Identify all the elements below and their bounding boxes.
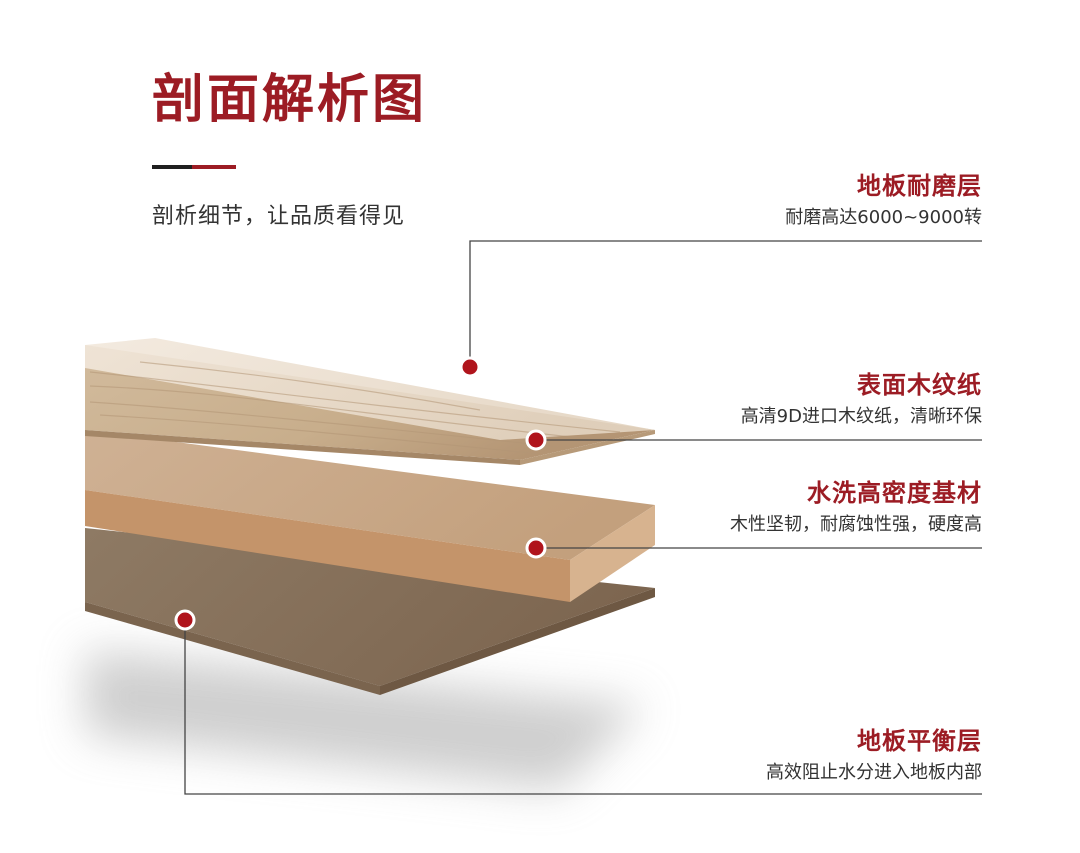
layer-name: 表面木纹纸 xyxy=(857,371,982,399)
leader-line-wear-layer xyxy=(469,240,982,367)
layer-label-balance-layer: 地板平衡层 高效阻止水分进入地板内部 xyxy=(766,727,982,783)
ground-shadow xyxy=(85,650,645,790)
marker-dot-core-board xyxy=(525,537,547,559)
title-underline-red xyxy=(192,165,236,169)
page-subtitle: 剖析细节，让品质看得见 xyxy=(152,204,406,229)
layer-description: 高清9D进口木纹纸，清晰环保 xyxy=(740,405,982,427)
layer-description: 耐磨高达6000~9000转 xyxy=(785,206,982,228)
marker-dot-wood-grain-paper xyxy=(525,429,547,451)
layer-description: 高效阻止水分进入地板内部 xyxy=(766,761,982,783)
surface-board xyxy=(85,338,655,465)
layer-name: 水洗高密度基材 xyxy=(807,479,982,507)
marker-dot-wear-layer xyxy=(459,356,481,378)
core-board xyxy=(85,430,655,602)
wear-layer-film xyxy=(85,338,655,440)
title-underline-dark xyxy=(152,165,192,169)
layer-description: 木性坚韧，耐腐蚀性强，硬度高 xyxy=(730,513,982,535)
marker-dot-balance-layer xyxy=(174,609,196,631)
layer-name: 地板耐磨层 xyxy=(857,172,982,200)
balance-layer-board xyxy=(85,528,655,695)
layer-label-wood-grain-paper: 表面木纹纸 高清9D进口木纹纸，清晰环保 xyxy=(741,371,982,427)
layer-label-core-board: 水洗高密度基材 木性坚韧，耐腐蚀性强，硬度高 xyxy=(730,479,982,535)
layer-name: 地板平衡层 xyxy=(857,727,982,755)
layer-label-wear-layer: 地板耐磨层 耐磨高达6000~9000转 xyxy=(785,172,982,228)
leader-line-balance-layer xyxy=(184,620,982,795)
page-title: 剖面解析图 xyxy=(152,69,428,130)
